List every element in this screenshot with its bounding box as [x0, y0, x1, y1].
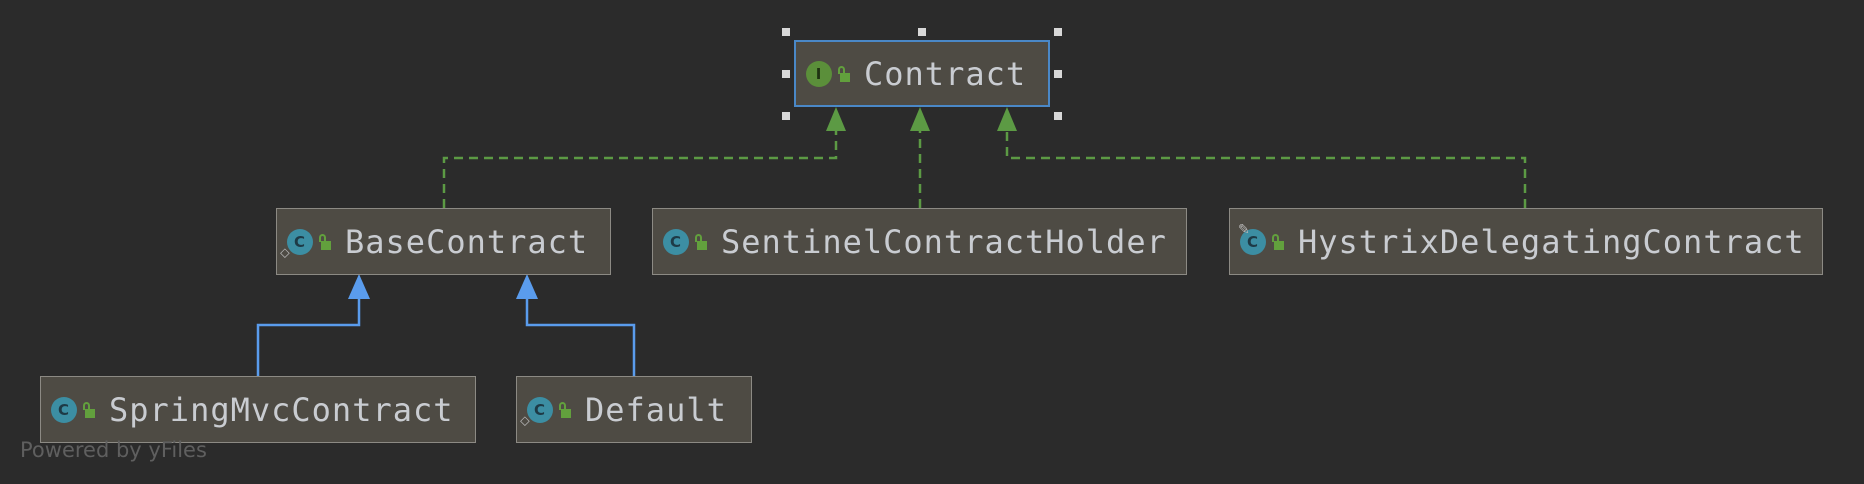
- edge-springmvc-extends-base: [256, 290, 361, 376]
- arrowhead-extends-1: [348, 274, 370, 299]
- selection-handle-top-left[interactable]: [782, 28, 790, 36]
- selection-handle-middle-left[interactable]: [782, 70, 790, 78]
- selection-handle-top-right[interactable]: [1054, 28, 1062, 36]
- public-lock-icon: [838, 65, 850, 82]
- selection-handle-top-center[interactable]: [918, 28, 926, 36]
- extends-arrowheads: [348, 274, 538, 299]
- implements-arrowheads: [826, 107, 1017, 131]
- class-kind-icon: C✎: [1238, 222, 1266, 255]
- node-default[interactable]: C⬦ Default: [516, 376, 752, 443]
- public-lock-icon: [559, 401, 571, 418]
- node-base-contract[interactable]: C⬦ BaseContract: [276, 208, 611, 275]
- node-label: Contract: [864, 54, 1027, 93]
- static-class-kind-icon: C⬦: [520, 396, 553, 429]
- arrowhead-extends-2: [516, 274, 538, 299]
- abstract-modifier-icon: ⬦: [280, 244, 291, 261]
- node-spring-mvc-contract[interactable]: C SpringMvcContract: [40, 376, 476, 443]
- static-modifier-icon: ⬦: [520, 412, 531, 429]
- arrowhead-implements-1: [826, 107, 846, 131]
- edge-base-implements-contract: [442, 124, 838, 208]
- arrowhead-implements-3: [997, 107, 1017, 131]
- final-modifier-icon: ✎: [1238, 221, 1251, 238]
- selection-handle-middle-right[interactable]: [1054, 70, 1062, 78]
- node-label: SentinelContractHolder: [721, 222, 1167, 261]
- selection-handle-bottom-right[interactable]: [1054, 112, 1062, 120]
- node-contract[interactable]: I Contract: [794, 40, 1050, 107]
- public-lock-icon: [1272, 233, 1284, 250]
- public-lock-icon: [83, 401, 95, 418]
- public-lock-icon: [319, 233, 331, 250]
- powered-by-label: Powered by yFiles: [20, 438, 207, 462]
- node-label: Default: [585, 390, 727, 429]
- arrowhead-implements-2: [910, 107, 930, 131]
- node-hystrix-delegating-contract[interactable]: C✎ HystrixDelegatingContract: [1229, 208, 1823, 275]
- class-kind-icon: C: [51, 396, 77, 423]
- edge-default-extends-base: [525, 290, 636, 376]
- extends-edges: [256, 290, 636, 376]
- class-kind-icon: C: [663, 228, 689, 255]
- node-label: SpringMvcContract: [109, 390, 454, 429]
- edge-hystrix-implements-contract: [1005, 124, 1527, 208]
- abstract-class-kind-icon: C⬦: [280, 228, 313, 261]
- interface-kind-icon: I: [806, 60, 832, 87]
- public-lock-icon: [695, 233, 707, 250]
- node-label: BaseContract: [345, 222, 589, 261]
- selection-handle-bottom-left[interactable]: [782, 112, 790, 120]
- node-sentinel-contract-holder[interactable]: C SentinelContractHolder: [652, 208, 1187, 275]
- node-label: HystrixDelegatingContract: [1298, 222, 1805, 261]
- implements-edges: [442, 124, 1527, 208]
